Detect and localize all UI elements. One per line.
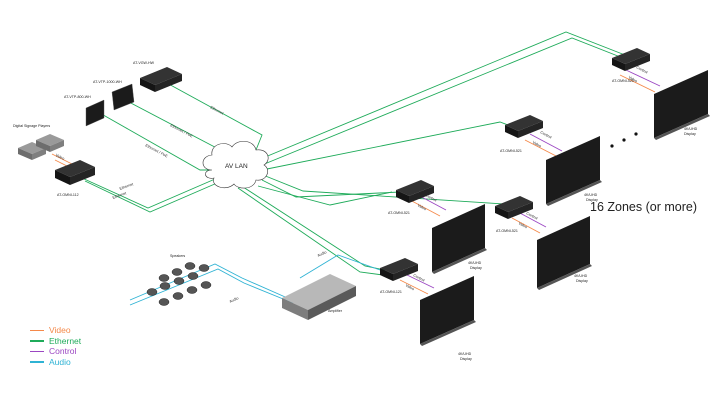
display-2-line2: Display xyxy=(470,266,482,270)
display-5-line1: 4K/UHD xyxy=(684,127,698,131)
display-4-line1: 4K/UHD xyxy=(584,193,598,197)
decoder-omni-521-c: AT-OMNI-521 xyxy=(495,196,533,233)
legend-swatch-audio xyxy=(30,361,44,363)
av-lan-cloud: AV LAN xyxy=(202,141,269,189)
vgw-device: AT-VGW-HW xyxy=(133,61,182,92)
wire-label-video: Video xyxy=(55,153,65,161)
lan-label: AV LAN xyxy=(225,163,248,170)
display-1: 4K/UHD Display xyxy=(420,276,476,361)
wire-label-control: Control xyxy=(540,130,553,139)
wire-label-video: Video xyxy=(628,75,638,83)
display-5-line2: Display xyxy=(684,132,696,136)
decoder-b-label: AT-OMNI-521 xyxy=(500,149,522,153)
display-3-line2: Display xyxy=(576,279,588,283)
video-control-links xyxy=(51,69,661,295)
more-zones-ellipsis xyxy=(610,132,638,148)
decoder-a-label: AT-OMNI-521 xyxy=(388,211,410,215)
legend-item-control: Control xyxy=(30,346,81,357)
wire-label-control: Control xyxy=(425,193,438,202)
amplifier-label: Amplifier xyxy=(328,309,343,313)
decoder-121-label: AT-OMNI-121 xyxy=(380,290,402,294)
legend-swatch-video xyxy=(30,329,44,331)
decoder-omni-521-b: AT-OMNI-521 xyxy=(500,115,543,153)
legend: Video Ethernet Control Audio xyxy=(30,325,81,367)
legend-label-ethernet: Ethernet xyxy=(49,335,82,346)
display-3-line1: 4K/UHD xyxy=(574,274,588,278)
speakers: Speakers xyxy=(146,254,212,306)
display-1-line1: 4K/UHD xyxy=(458,352,472,356)
wire-label-ethernet: Ethernet xyxy=(210,105,225,116)
wire-label-video: Video xyxy=(417,203,427,211)
display-2-line1: 4K/UHD xyxy=(468,261,482,265)
wire-label-control: Control xyxy=(636,65,649,74)
speakers-label: Speakers xyxy=(170,254,185,258)
wire-label-video: Video xyxy=(532,140,542,148)
decoder-d-label: AT-OMNI-521 xyxy=(612,79,634,83)
zones-label: 16 Zones (or more) xyxy=(590,200,697,214)
encoder-label: AT-OMNI-112 xyxy=(57,193,79,197)
display-3: 4K/UHD Display xyxy=(537,216,592,290)
signage-players-label: Digital Signage Players xyxy=(13,124,50,128)
display-5: 4K/UHD Display xyxy=(654,70,710,140)
ethernet-lines xyxy=(81,31,629,276)
display-4-line2: Display xyxy=(586,198,598,202)
touch-panels: AT-VTP-1000-WH AT-VTP-800-WH xyxy=(64,80,135,127)
decoder-c-label: AT-OMNI-521 xyxy=(496,229,518,233)
wire-label-control: Control xyxy=(526,211,539,220)
legend-label-control: Control xyxy=(49,346,77,356)
encoder-omni-112: AT-OMNI-112 xyxy=(55,160,95,197)
audio-lines xyxy=(129,254,381,306)
display-4: 4K/UHD Display xyxy=(546,136,602,206)
vgw-label: AT-VGW-HW xyxy=(133,61,155,65)
legend-label-audio: Audio xyxy=(49,356,71,367)
decoder-omni-521-a: AT-OMNI-521 xyxy=(388,180,434,215)
amplifier: Amplifier xyxy=(282,274,356,320)
wire-label-ethernet: Ethernet xyxy=(112,191,128,200)
wire-label-control: Control xyxy=(413,273,426,282)
wire-label-video: Video xyxy=(518,221,528,229)
legend-item-ethernet: Ethernet xyxy=(30,336,81,347)
touch-panel-2-label: AT-VTP-800-WH xyxy=(64,95,91,99)
display-2: 4K/UHD Display xyxy=(432,204,487,274)
legend-item-video: Video xyxy=(30,325,81,336)
touch-panel-1-label: AT-VTP-1000-WH xyxy=(93,80,122,84)
legend-swatch-control xyxy=(30,350,44,352)
legend-swatch-ethernet xyxy=(30,340,44,342)
decoder-omni-521-d: AT-OMNI-521 xyxy=(612,48,650,83)
legend-label-video: Video xyxy=(49,325,71,335)
wire-label-audio: Audio xyxy=(317,250,327,258)
digital-signage-players: Digital Signage Players xyxy=(13,124,64,160)
decoder-omni-121: AT-OMNI-121 xyxy=(380,258,418,294)
wire-label-video: Video xyxy=(405,283,415,291)
wire-label-ethernet: Ethernet xyxy=(119,182,135,191)
display-1-line2: Display xyxy=(460,357,472,361)
legend-item-audio: Audio xyxy=(30,357,81,368)
wire-label-ethernet-poe: Ethernet / PoE xyxy=(170,123,194,138)
wire-label-audio: Audio xyxy=(229,296,239,304)
